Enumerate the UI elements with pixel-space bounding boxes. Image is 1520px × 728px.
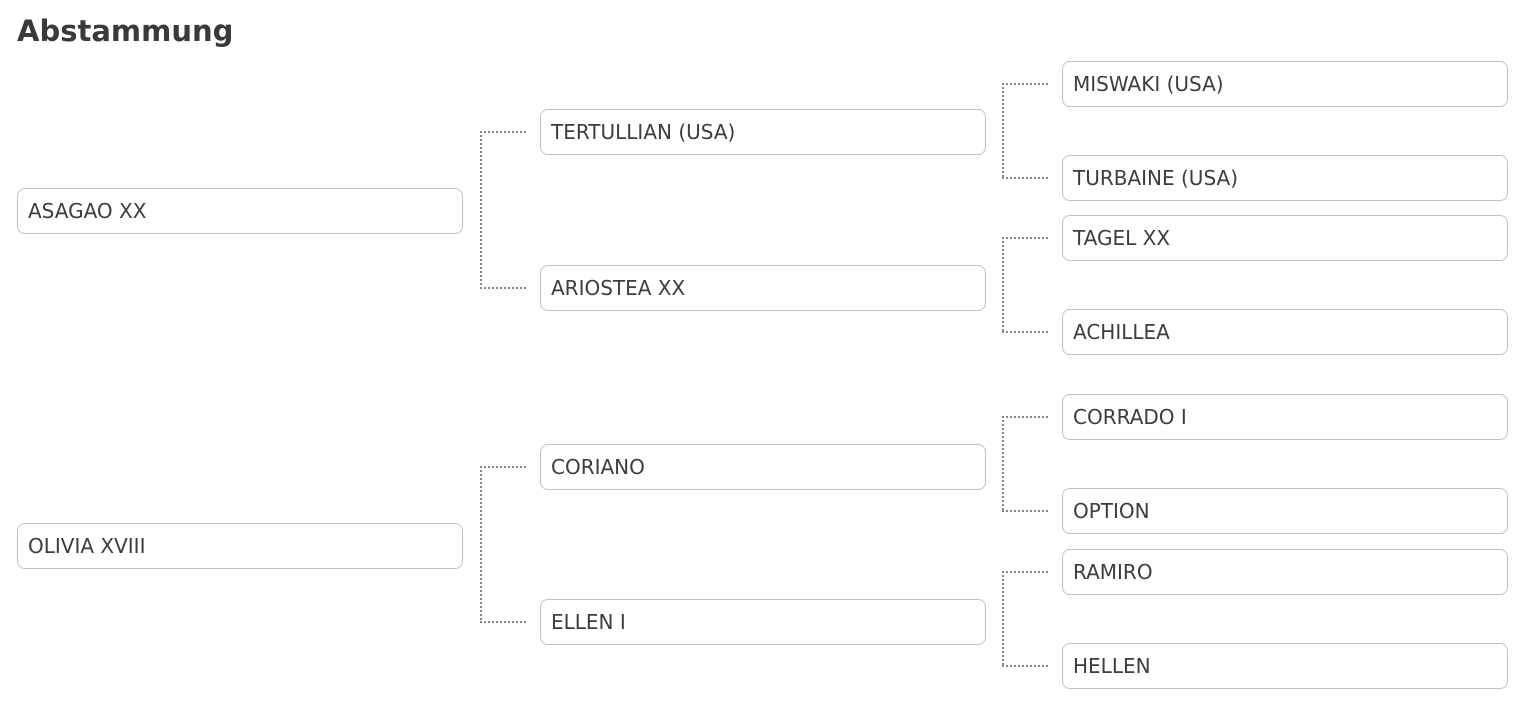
pedigree-box-sire-dam-sire[interactable]: TAGEL XX xyxy=(1062,215,1508,261)
pedigree-box-sire-dam[interactable]: ARIOSTEA XX xyxy=(540,265,986,311)
connector-dam-dam-parents-hline-top xyxy=(1002,571,1050,573)
pedigree-box-dam[interactable]: OLIVIA XVIII xyxy=(17,523,463,569)
connector-dam-parents-hline-top xyxy=(480,466,528,468)
connector-dam-parents-vline xyxy=(480,466,482,623)
connector-sire-sire-parents-vline xyxy=(1002,83,1004,179)
page-title: Abstammung xyxy=(17,14,234,48)
pedigree-box-dam-sire[interactable]: CORIANO xyxy=(540,444,986,490)
connector-sire-dam-parents-hline-bottom xyxy=(1002,331,1050,333)
pedigree-box-dam-dam-sire[interactable]: RAMIRO xyxy=(1062,549,1508,595)
pedigree-box-dam-dam[interactable]: ELLEN I xyxy=(540,599,986,645)
connector-sire-parents-hline-bottom xyxy=(480,287,528,289)
connector-dam-sire-parents-hline-top xyxy=(1002,416,1050,418)
connector-sire-sire-parents-hline-bottom xyxy=(1002,177,1050,179)
connector-sire-parents-hline-top xyxy=(480,131,528,133)
connector-sire-sire-parents-hline-top xyxy=(1002,83,1050,85)
pedigree-box-dam-dam-dam[interactable]: HELLEN xyxy=(1062,643,1508,689)
pedigree-box-sire-sire-sire[interactable]: MISWAKI (USA) xyxy=(1062,61,1508,107)
pedigree-box-dam-sire-sire[interactable]: CORRADO I xyxy=(1062,394,1508,440)
connector-dam-dam-parents-hline-bottom xyxy=(1002,665,1050,667)
pedigree-box-sire-sire-dam[interactable]: TURBAINE (USA) xyxy=(1062,155,1508,201)
pedigree-box-dam-sire-dam[interactable]: OPTION xyxy=(1062,488,1508,534)
connector-dam-sire-parents-hline-bottom xyxy=(1002,510,1050,512)
pedigree-box-sire-sire[interactable]: TERTULLIAN (USA) xyxy=(540,109,986,155)
connector-sire-dam-parents-hline-top xyxy=(1002,237,1050,239)
pedigree-box-sire[interactable]: ASAGAO XX xyxy=(17,188,463,234)
connector-sire-dam-parents-vline xyxy=(1002,237,1004,333)
connector-dam-sire-parents-vline xyxy=(1002,416,1004,512)
connector-dam-parents-hline-bottom xyxy=(480,621,528,623)
connector-dam-dam-parents-vline xyxy=(1002,571,1004,667)
pedigree-box-sire-dam-dam[interactable]: ACHILLEA xyxy=(1062,309,1508,355)
connector-sire-parents-vline xyxy=(480,131,482,289)
